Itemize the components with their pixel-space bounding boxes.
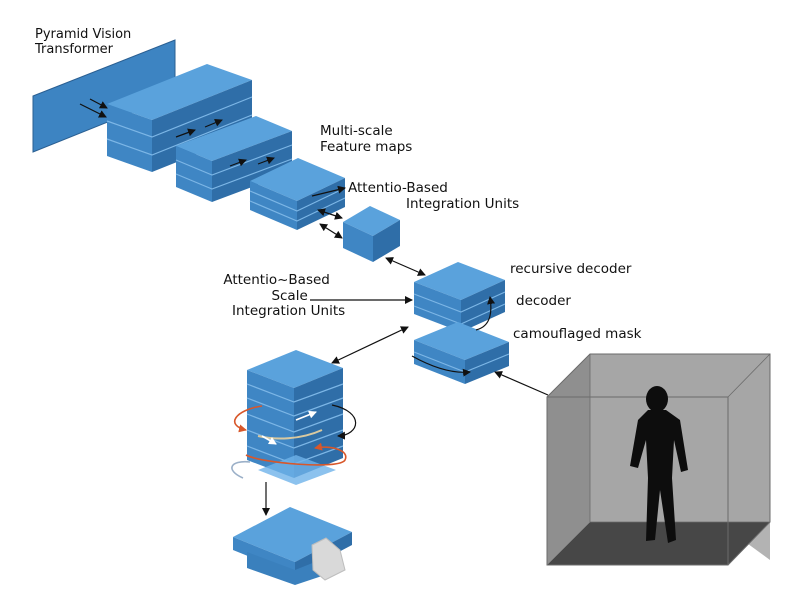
label-line: Attentio~Based <box>223 272 330 288</box>
person-silhouette <box>630 386 688 543</box>
label-attention-based-scale-integration-units: Attentio~Based Scale Integration Units <box>208 272 346 320</box>
label-attention-based-integration-units: Attentio-Based Integration Units <box>348 180 520 212</box>
label-line: Attentio-Based <box>348 180 448 196</box>
feature-block-stage3 <box>249 158 346 230</box>
label-line: Feature maps <box>320 138 413 155</box>
decoder-stack <box>413 262 510 384</box>
label-recursive-decoder: recursive decoder <box>510 261 632 277</box>
label-line: Integration Units <box>232 303 346 320</box>
label-pyramid-vision-transformer: Pyramid Vision Transformer <box>35 27 132 58</box>
label-line: Integration Units <box>406 195 520 212</box>
label-decoder: decoder <box>516 293 571 309</box>
label-line: Scale <box>271 287 308 304</box>
label-multi-scale-feature-maps: Multi-scale Feature maps <box>320 123 413 155</box>
label-camouflaged-mask: camouflaged mask <box>513 326 642 342</box>
camouflage-scene <box>546 353 771 566</box>
output-mask-block <box>233 507 352 585</box>
recursive-block-stack <box>246 350 344 485</box>
label-line: Transformer <box>35 41 114 57</box>
recursive-loops <box>231 405 347 479</box>
connection-arrows <box>79 98 549 516</box>
feature-block-stage4 <box>343 206 400 262</box>
feature-block-stage2 <box>175 116 293 202</box>
label-line: Pyramid Vision <box>35 27 132 42</box>
label-line: Multi-scale <box>320 123 393 139</box>
